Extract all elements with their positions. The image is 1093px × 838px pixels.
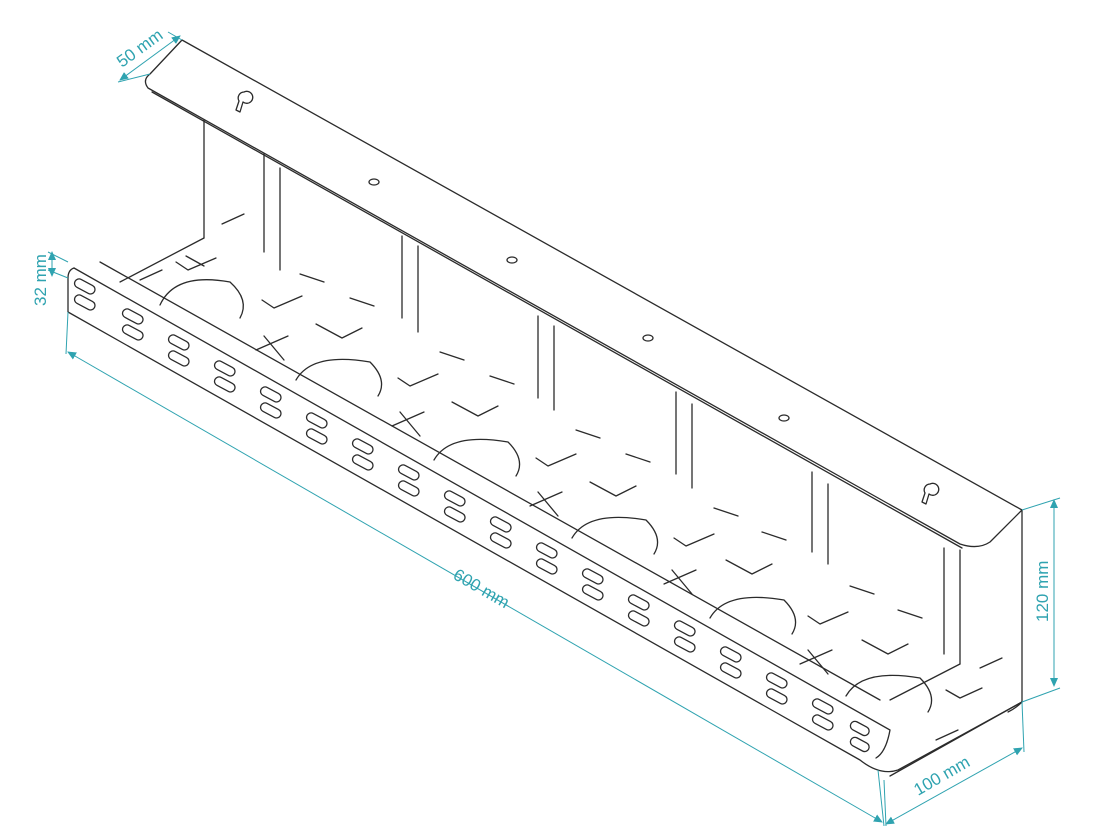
screw-hole — [778, 414, 790, 422]
wall-slots — [139, 213, 1003, 741]
dimension-lip-height: 32 mm — [31, 251, 69, 306]
lip-slots — [73, 278, 870, 753]
cable-tray-drawing — [67, 39, 1023, 777]
cable-cutouts — [159, 279, 933, 713]
screw-hole — [368, 178, 380, 186]
keyhole-slot-right — [921, 482, 940, 505]
dimension-label-length: 600 mm — [450, 565, 513, 612]
screw-hole — [642, 334, 654, 342]
dimension-depth: 100 mm — [883, 701, 1025, 827]
screw-hole — [506, 256, 518, 264]
tie-slots — [175, 255, 983, 699]
keyhole-slot-left — [235, 90, 254, 113]
cross-cutouts — [255, 335, 833, 675]
tray-floor — [99, 237, 1023, 777]
dimension-label-height: 120 mm — [1033, 561, 1052, 622]
top-mounting-plate — [144, 39, 1023, 549]
dimension-height: 120 mm — [1021, 497, 1061, 703]
dimension-label-lip-height: 32 mm — [31, 254, 50, 306]
dimension-top-width: 50 mm — [113, 25, 183, 83]
front-lip — [67, 267, 1023, 773]
